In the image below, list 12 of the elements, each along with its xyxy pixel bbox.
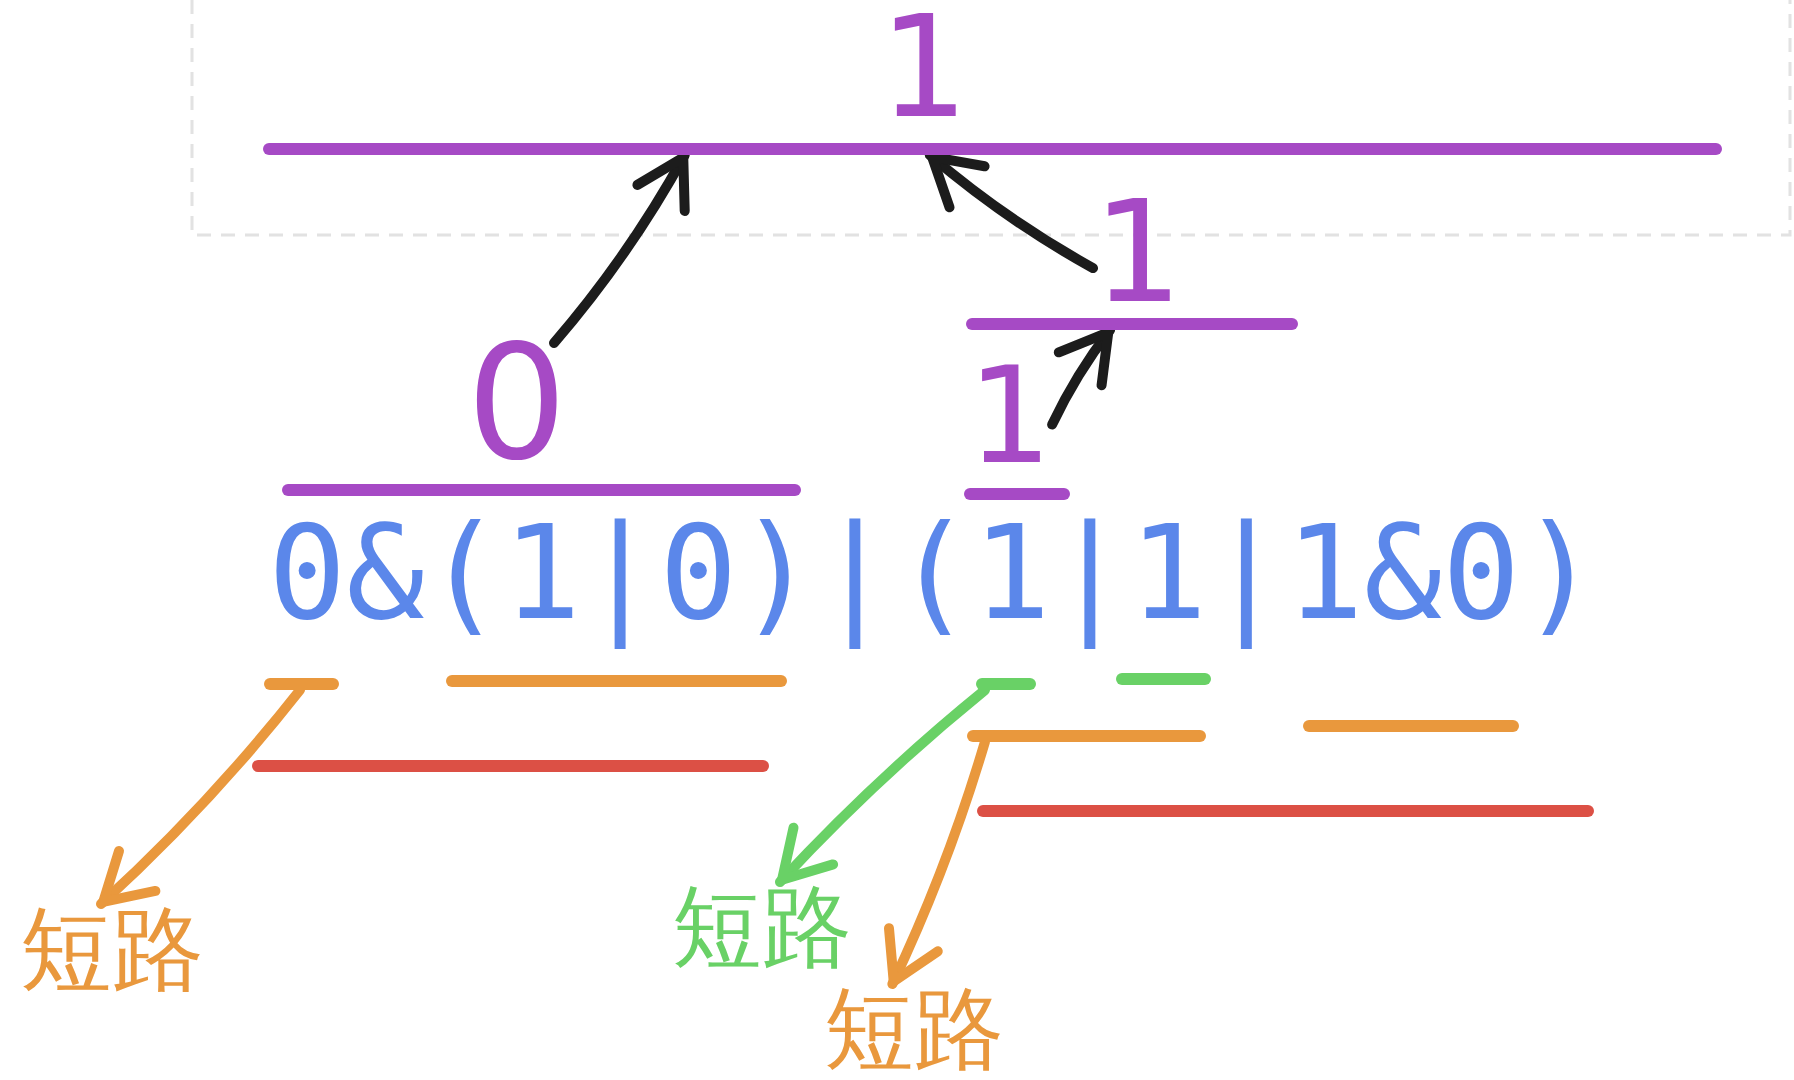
fraction-bar — [263, 143, 1722, 155]
value-digit: 1 — [967, 366, 1053, 468]
annotation-text: 短路 — [672, 882, 852, 972]
annotation-text: 短路 — [20, 904, 204, 996]
underline — [976, 678, 1036, 690]
value-digit: 1 — [879, 15, 969, 122]
value-digit: 1 — [1093, 199, 1183, 307]
expression-text: 0&(1|0)|(1|1|1&0) — [268, 508, 1599, 651]
underline — [967, 730, 1206, 742]
annotation-text: 短路 — [824, 984, 1004, 1074]
fraction-bar — [966, 318, 1298, 330]
underline — [264, 678, 339, 690]
